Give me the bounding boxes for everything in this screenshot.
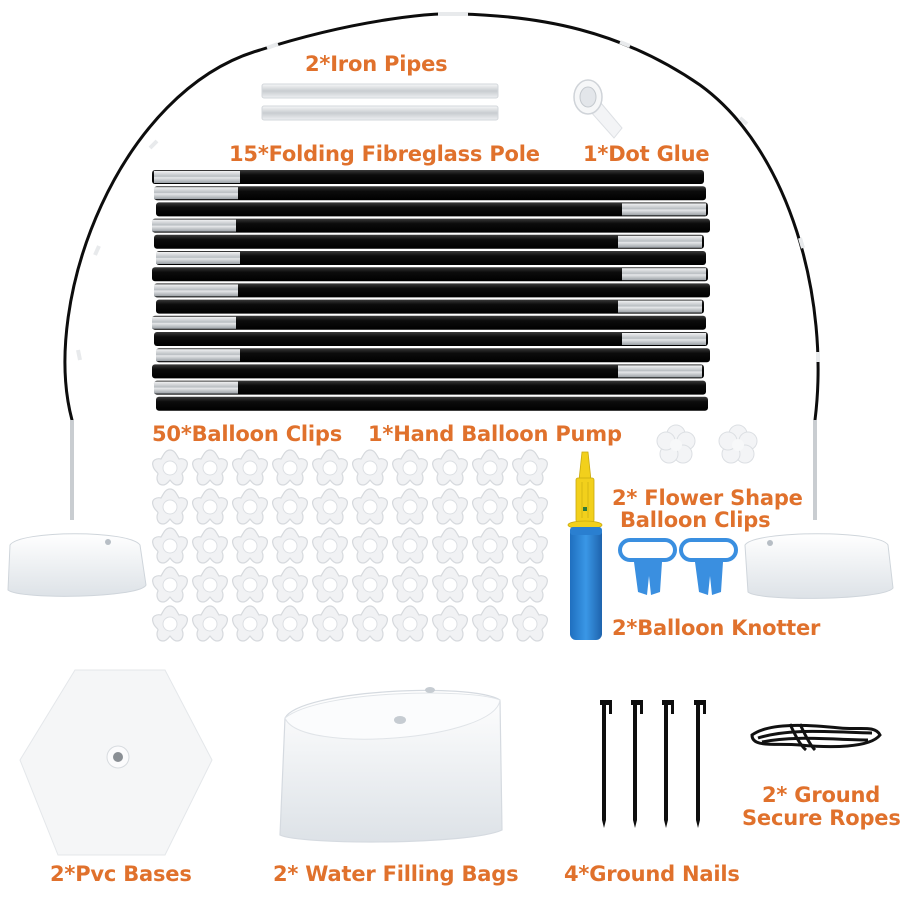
ground-nails (600, 700, 706, 828)
label-knotter: 2*Balloon Knotter (612, 616, 821, 640)
label-ground-nails: 4*Ground Nails (564, 862, 740, 886)
balloon-knotters (618, 538, 738, 595)
label-dot-glue: 1*Dot Glue (583, 142, 710, 166)
hand-balloon-pump (567, 451, 603, 640)
label-pvc-bases: 2*Pvc Bases (50, 862, 192, 886)
iron-pipes (261, 83, 499, 121)
balloon-clips-grid (152, 449, 548, 642)
label-flower-clips-1: 2* Flower Shape (612, 486, 803, 510)
flower-balloon-clips (656, 424, 758, 464)
pvc-hexagon-base (19, 669, 213, 856)
label-balloon-clips: 50*Balloon Clips (152, 422, 343, 446)
label-ropes-2: Secure Ropes (742, 806, 900, 830)
arch-frame (63, 12, 820, 520)
label-iron-pipes: 2*Iron Pipes (305, 52, 448, 76)
right-water-bag (744, 533, 894, 599)
left-water-bag (7, 533, 147, 597)
label-fibreglass-pole: 15*Folding Fibreglass Pole (229, 142, 540, 166)
label-water-bags: 2* Water Filling Bags (273, 862, 519, 886)
label-flower-clips-2: Balloon Clips (620, 508, 771, 532)
label-ropes-1: 2* Ground (762, 783, 881, 807)
fibreglass-poles (152, 170, 710, 411)
ground-secure-ropes (750, 723, 882, 752)
dot-glue-roll (573, 79, 623, 139)
label-hand-pump: 1*Hand Balloon Pump (368, 422, 622, 446)
water-filling-bag (279, 687, 503, 843)
